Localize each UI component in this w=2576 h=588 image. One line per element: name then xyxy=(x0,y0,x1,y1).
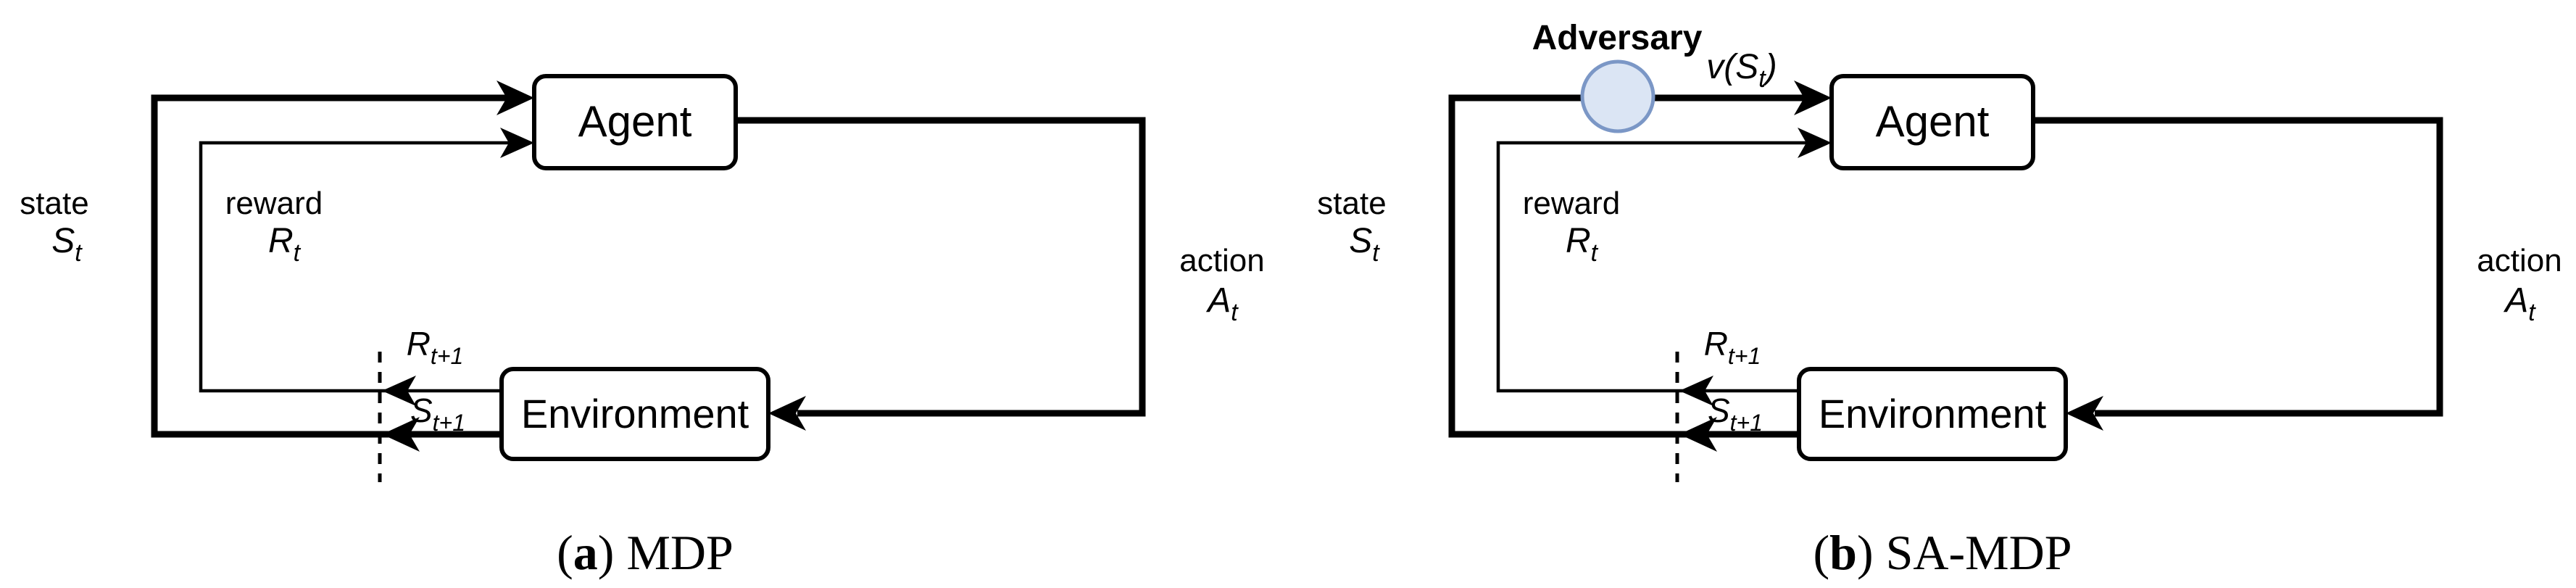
environment-box-label: Environment xyxy=(1819,391,2047,436)
environment-box xyxy=(1797,367,2068,461)
state-loop-line xyxy=(1448,94,1808,438)
state-loop-line xyxy=(151,94,511,438)
action-path-line xyxy=(736,117,1146,417)
agent-box xyxy=(1829,74,2035,170)
reward-into-agent-arrowhead xyxy=(1798,128,1832,158)
reward-into-agent-arrowhead xyxy=(500,128,534,158)
state-symbol-label: St xyxy=(51,222,83,267)
state-symbol-label: St xyxy=(1349,222,1380,267)
reward-symbol-label: Rt xyxy=(1566,222,1599,267)
state-into-agent-arrowhead xyxy=(1794,80,1832,115)
action-path-line xyxy=(2033,117,2443,417)
perturbed-state-label: v(St) xyxy=(1706,48,1777,93)
state-word-label: state xyxy=(20,186,88,221)
reward-word-label: reward xyxy=(1523,186,1621,221)
reward-symbol-label: Rt xyxy=(268,222,302,267)
environment-box xyxy=(499,367,770,461)
agent-box xyxy=(532,74,738,170)
caption-a: (a) MDP xyxy=(557,525,734,580)
action-into-environment-arrowhead xyxy=(2066,396,2103,431)
action-into-environment-arrowhead xyxy=(768,396,806,431)
agent-box-label: Agent xyxy=(578,97,692,146)
reward-loop-line xyxy=(1496,141,1808,393)
adversary-label: Adversary xyxy=(1532,19,1703,57)
next-reward-arrowhead xyxy=(1679,376,1713,406)
panel-b-sa-mdp: Adversary v(St) Agent Environment state … xyxy=(1317,19,2562,580)
caption-b: (b) SA-MDP xyxy=(1813,525,2072,580)
next-state-label: St+1 xyxy=(1708,392,1763,436)
next-reward-label: Rt+1 xyxy=(1704,325,1761,369)
adversary-node xyxy=(1580,59,1655,133)
action-word-label: action xyxy=(2477,243,2562,278)
action-symbol-label: At xyxy=(2503,281,2536,326)
agent-box-label: Agent xyxy=(1876,97,1990,146)
reward-loop-line xyxy=(199,141,511,393)
reward-word-label: reward xyxy=(225,186,323,221)
action-word-label: action xyxy=(1179,243,1264,278)
next-state-label: St+1 xyxy=(410,392,465,436)
next-state-arrowhead xyxy=(1679,417,1717,452)
next-reward-label: Rt+1 xyxy=(407,325,464,369)
action-symbol-label: At xyxy=(1205,281,1239,326)
next-state-arrowhead xyxy=(382,417,420,452)
state-into-agent-arrowhead xyxy=(496,80,534,115)
next-reward-arrowhead xyxy=(382,376,416,406)
environment-box-label: Environment xyxy=(521,391,749,436)
state-word-label: state xyxy=(1317,186,1386,221)
panel-a-mdp: Agent Environment state St reward Rt act… xyxy=(20,74,1265,580)
